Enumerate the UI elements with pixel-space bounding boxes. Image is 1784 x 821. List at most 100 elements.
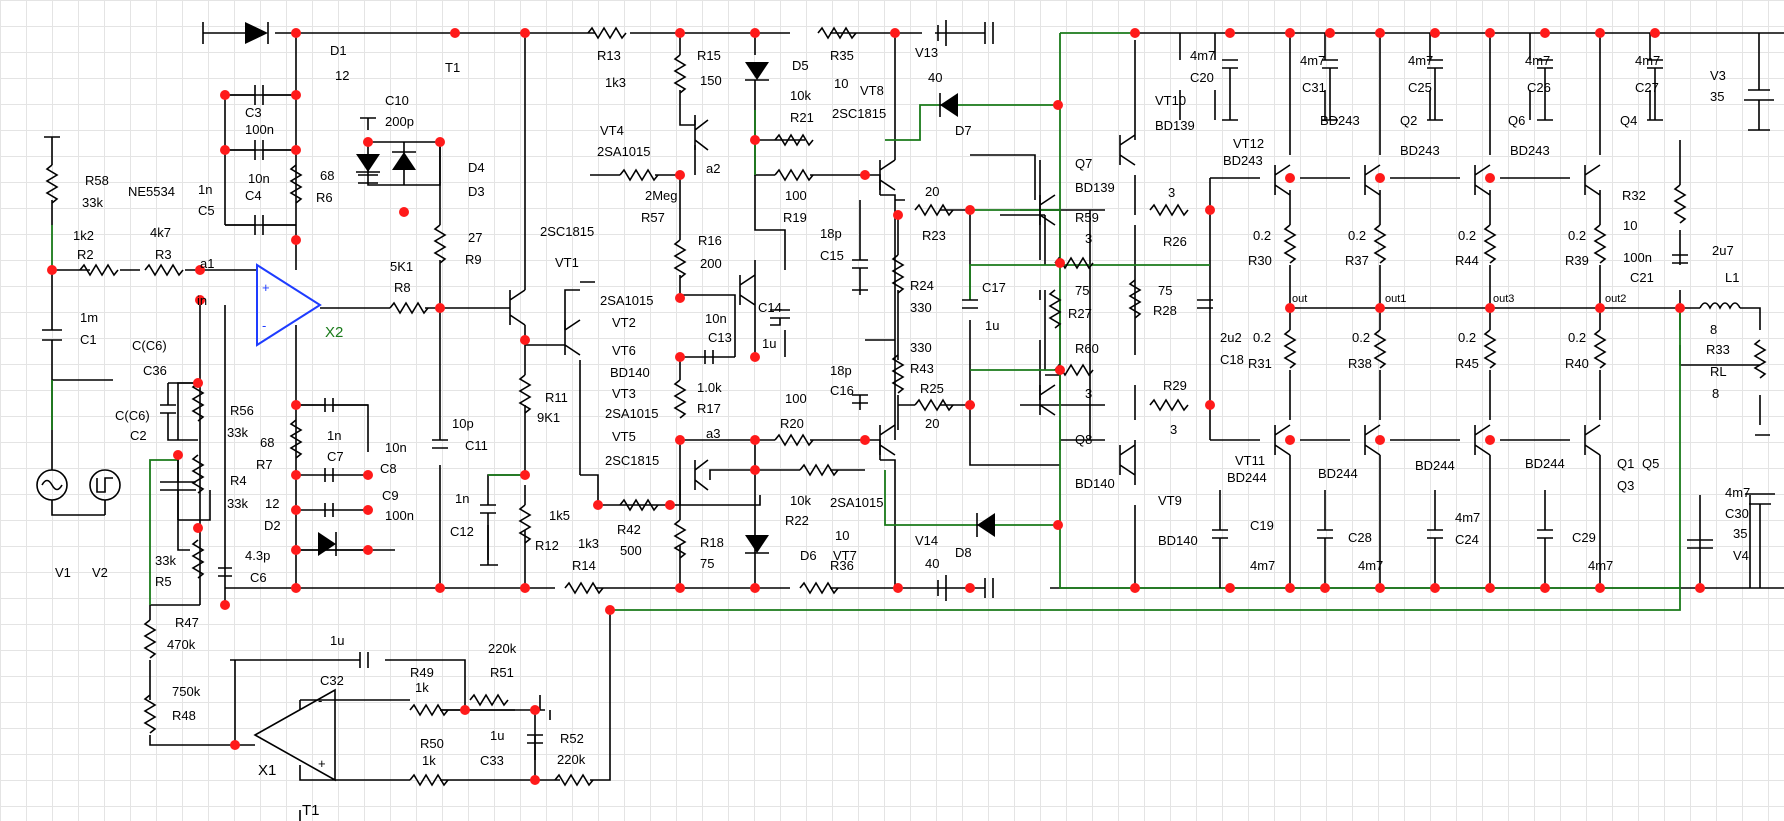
resistor-r20 xyxy=(774,433,814,447)
label-r38: R38 xyxy=(1348,356,1372,371)
label-c11: C11 xyxy=(465,438,488,453)
transistor-vt12 xyxy=(1274,164,1291,196)
label-r18-value: 75 xyxy=(700,556,714,571)
label-vt7: VT7 xyxy=(833,548,857,563)
label-r32: R32 xyxy=(1622,188,1646,203)
capacitor-c14 xyxy=(770,309,790,326)
resistor-r29 xyxy=(1149,398,1189,412)
label-vt7-value: 10 xyxy=(835,528,849,543)
label-r24: R24 xyxy=(910,278,934,293)
label-r17: R17 xyxy=(697,401,721,416)
sources xyxy=(36,20,1775,601)
battery-v4 xyxy=(1745,493,1775,588)
label-out3: out3 xyxy=(1493,293,1514,305)
label-r21: R21 xyxy=(790,110,814,125)
label-r14-value: 1k3 xyxy=(578,536,599,551)
label-r39-value: 0.2 xyxy=(1568,228,1586,243)
label-r47-value: 470k xyxy=(167,637,196,652)
resistor-r37 xyxy=(1373,224,1387,264)
label-v14-value: 40 xyxy=(925,556,939,571)
label-r32-value: 10 xyxy=(1623,218,1637,233)
transistor-q8 xyxy=(1039,384,1056,416)
transistor-vt6 xyxy=(739,274,756,306)
label-c5: C5 xyxy=(198,203,215,218)
label-r56-value: 33k xyxy=(227,425,248,440)
capacitor-c1 xyxy=(42,329,62,341)
capacitor-c12 xyxy=(480,504,496,560)
label-bd244-d: BD244 xyxy=(1525,456,1565,471)
label-c28-value: 4m7 xyxy=(1358,558,1383,573)
label-r51-value: 220k xyxy=(488,641,517,656)
capacitors xyxy=(42,59,1713,744)
resistor-r51 xyxy=(469,693,509,707)
label-r58: R58 xyxy=(85,173,109,188)
transistor-q7 xyxy=(1039,194,1056,226)
capacitor-c9 xyxy=(324,503,334,517)
x2-plus: + xyxy=(262,280,270,295)
label-vt4: VT4 xyxy=(600,123,624,138)
resistor-r49 xyxy=(409,703,449,717)
label-r33: R33 xyxy=(1706,342,1730,357)
label-vt11: VT11 xyxy=(1235,453,1265,468)
transistors xyxy=(509,119,1601,491)
label-l1-value: 2u7 xyxy=(1712,243,1734,258)
label-q8: Q8 xyxy=(1075,432,1092,447)
capacitor-c8 xyxy=(324,468,334,482)
label-r26-value: 3 xyxy=(1168,185,1175,200)
resistor-r27 xyxy=(1048,289,1062,329)
label-r3-value: 4k7 xyxy=(150,225,171,240)
resistor-r9 xyxy=(433,224,447,264)
label-cc6-b: C(C6) xyxy=(115,408,150,423)
label-r43-value: 330 xyxy=(910,340,932,355)
source-v1 xyxy=(36,469,68,501)
label-c17-value: 1u xyxy=(985,318,999,333)
resistor-r12 xyxy=(518,504,532,544)
label-r13: R13 xyxy=(597,48,621,63)
label-r5: R5 xyxy=(155,574,172,589)
label-c3: C3 xyxy=(245,105,262,120)
resistor-r25 xyxy=(914,398,954,412)
label-r49-value: 1k xyxy=(415,680,429,695)
capacitor-c11 xyxy=(432,439,448,449)
resistor-r18 xyxy=(673,519,687,559)
label-vt4-type: 2SA1015 xyxy=(597,144,651,159)
label-r17-value: 1.0k xyxy=(697,380,722,395)
label-v13: V13 xyxy=(915,45,938,60)
transistor-vt4 xyxy=(694,119,709,151)
label-r15-value: 150 xyxy=(700,73,722,88)
resistor-r43 xyxy=(891,354,905,394)
label-bd139-b: BD139 xyxy=(1155,118,1195,133)
label-c20-value: 4m7 xyxy=(1190,48,1215,63)
label-d2-value: 12 xyxy=(265,496,279,511)
label-c19: C19 xyxy=(1250,518,1274,533)
label-out: out xyxy=(1292,293,1307,305)
resistor-r17 xyxy=(673,379,687,419)
label-c24-value: 4m7 xyxy=(1455,510,1480,525)
label-r2-value: 1k2 xyxy=(73,228,94,243)
label-r31: R31 xyxy=(1248,356,1272,371)
resistor-r19 xyxy=(774,168,814,182)
label-d1-value: 12 xyxy=(335,68,349,83)
label-r22: R22 xyxy=(785,513,809,528)
label-l1: L1 xyxy=(1725,270,1739,285)
wires xyxy=(44,22,1784,821)
resistor-r57 xyxy=(619,168,659,182)
label-q7: Q7 xyxy=(1075,156,1092,171)
diode-d4 xyxy=(392,152,416,170)
diode-d1 xyxy=(245,22,268,44)
label-d3: D3 xyxy=(468,184,485,199)
label-bd244-c: BD244 xyxy=(1415,458,1455,473)
transistor-vt7 xyxy=(879,424,896,456)
label-c15-value: 18p xyxy=(820,226,842,241)
capacitor-c20 xyxy=(1222,59,1238,121)
label-c19-value: 4m7 xyxy=(1250,558,1275,573)
label-v14: V14 xyxy=(915,533,938,548)
inductor-l1 xyxy=(1699,302,1741,310)
label-vt12: VT12 xyxy=(1233,136,1264,151)
label-c10: C10 xyxy=(385,93,409,108)
label-r6: R6 xyxy=(316,190,333,205)
label-r58-value: 33k xyxy=(82,195,103,210)
label-t1-top: T1 xyxy=(445,60,460,75)
label-c12-value: 1n xyxy=(455,491,469,506)
